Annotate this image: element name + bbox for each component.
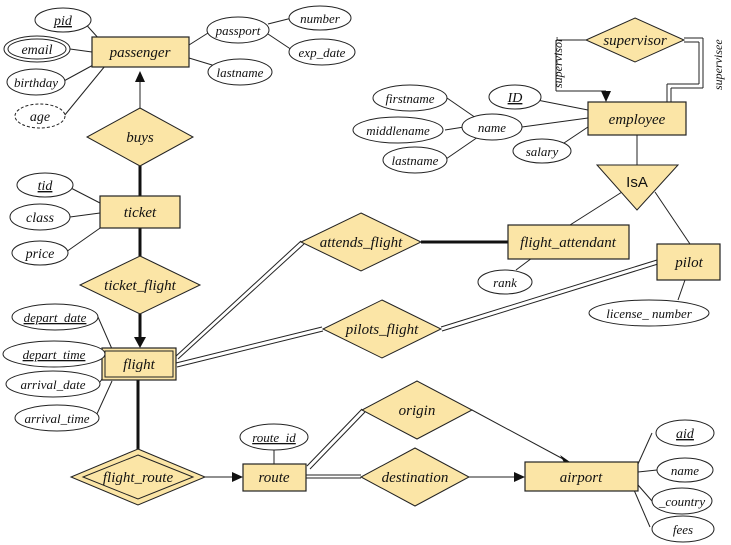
svg-text:number: number [300, 11, 341, 26]
svg-text:attends_flight: attends_flight [320, 235, 403, 251]
attribute-middlename: middlename [352, 116, 444, 144]
role-label-supervisor: supervisor [551, 37, 565, 88]
svg-text:lastname: lastname [217, 65, 264, 80]
relationship-pilots-flight: pilots_flight [321, 299, 443, 359]
attribute-depart-time: depart_time [2, 340, 106, 368]
attribute-arrival-date: arrival_date [5, 370, 101, 398]
attribute-number: number [288, 5, 352, 31]
entity-airport: airport [524, 461, 639, 492]
attribute-exp-date: exp_date [288, 38, 356, 66]
svg-text:buys: buys [126, 130, 154, 146]
relationship-supervisor: supervisor [584, 17, 686, 63]
relationship-attends-flight: attends_flight [299, 212, 423, 272]
attribute-license-number: license_ number [588, 299, 710, 327]
relationship-ticket-flight: ticket_flight [78, 255, 202, 315]
svg-text:name: name [478, 120, 506, 135]
attribute-name-employee: name [461, 113, 523, 141]
svg-text:arrival_date: arrival_date [21, 377, 86, 392]
svg-text:flight_route: flight_route [103, 470, 174, 486]
entity-ticket: ticket [99, 195, 181, 229]
svg-text:birthday: birthday [14, 75, 58, 90]
svg-text:route_id: route_id [252, 430, 296, 445]
svg-text:price: price [25, 247, 55, 262]
relationship-buys: buys [85, 107, 195, 167]
svg-text:rank: rank [493, 275, 517, 290]
svg-text:email: email [21, 43, 52, 58]
attribute-email: email [3, 35, 71, 63]
svg-text:passport: passport [215, 23, 261, 38]
entity-passenger: passenger [91, 36, 190, 68]
relationship-flight-route: flight_route [69, 448, 207, 506]
svg-text:destination: destination [382, 470, 449, 486]
svg-text:flight_attendant: flight_attendant [520, 235, 617, 251]
attribute-arrival-time: arrival_time [14, 404, 100, 432]
svg-text:arrival_time: arrival_time [25, 411, 90, 426]
svg-text:middlename: middlename [366, 123, 430, 138]
attribute-name-airport: name [656, 457, 714, 483]
attribute-country: _country [651, 487, 713, 515]
svg-text:exp_date: exp_date [299, 45, 346, 60]
attribute-id: ID [488, 84, 542, 110]
entity-route: route [242, 463, 307, 492]
isa-triangle: IsA [595, 164, 680, 211]
svg-text:passenger: passenger [109, 45, 171, 61]
attribute-lastname-employee: lastname [382, 146, 448, 174]
svg-text:airport: airport [560, 470, 603, 486]
attribute-firstname: firstname [372, 84, 448, 112]
svg-text:name: name [671, 463, 699, 478]
attribute-price: price [11, 240, 69, 266]
svg-text:pilot: pilot [674, 255, 703, 271]
svg-text:pid: pid [53, 14, 73, 29]
relationship-origin: origin [360, 380, 474, 440]
entity-pilot: pilot [656, 243, 721, 281]
svg-text:supervisor: supervisor [603, 33, 666, 49]
attribute-fees: fees [651, 515, 715, 543]
svg-text:tid: tid [38, 179, 54, 194]
entity-employee: employee [587, 101, 687, 136]
svg-text:origin: origin [399, 403, 436, 419]
attribute-age: age [14, 103, 66, 129]
svg-text:pilots_flight: pilots_flight [345, 322, 419, 338]
role-label-supervisee: supervisee [711, 39, 725, 90]
svg-text:ticket_flight: ticket_flight [104, 278, 176, 294]
svg-text:fees: fees [673, 522, 693, 537]
attribute-birthday: birthday [6, 68, 66, 96]
attribute-passport: passport [206, 16, 270, 44]
svg-text:depart_time: depart_time [23, 347, 86, 362]
svg-text:employee: employee [609, 112, 666, 128]
svg-text:_country: _country [658, 494, 705, 509]
attribute-tid: tid [16, 172, 74, 198]
attribute-rank: rank [477, 269, 533, 295]
svg-text:route: route [258, 470, 289, 486]
attribute-salary: salary [512, 138, 572, 164]
svg-text:depart_date: depart_date [24, 310, 87, 325]
svg-text:ID: ID [507, 91, 523, 106]
svg-text:aid: aid [676, 427, 695, 442]
attribute-pid: pid [34, 7, 92, 33]
attribute-route-id: route_id [239, 423, 309, 451]
relationship-destination: destination [359, 447, 471, 507]
entity-flight-attendant: flight_attendant [507, 224, 630, 260]
attribute-aid: aid [655, 419, 715, 447]
svg-text:flight: flight [123, 357, 156, 373]
svg-text:salary: salary [526, 144, 559, 159]
attribute-lastname-passenger: lastname [207, 58, 273, 86]
svg-text:class: class [26, 211, 55, 226]
svg-text:IsA: IsA [626, 174, 648, 191]
entity-flight: flight [101, 347, 177, 381]
svg-text:lastname: lastname [392, 153, 439, 168]
svg-text:age: age [30, 110, 50, 125]
attribute-class: class [9, 203, 71, 231]
attribute-depart-date: depart_date [11, 303, 99, 331]
svg-text:ticket: ticket [124, 205, 157, 221]
svg-text:license_ number: license_ number [606, 306, 693, 321]
svg-text:firstname: firstname [385, 91, 434, 106]
